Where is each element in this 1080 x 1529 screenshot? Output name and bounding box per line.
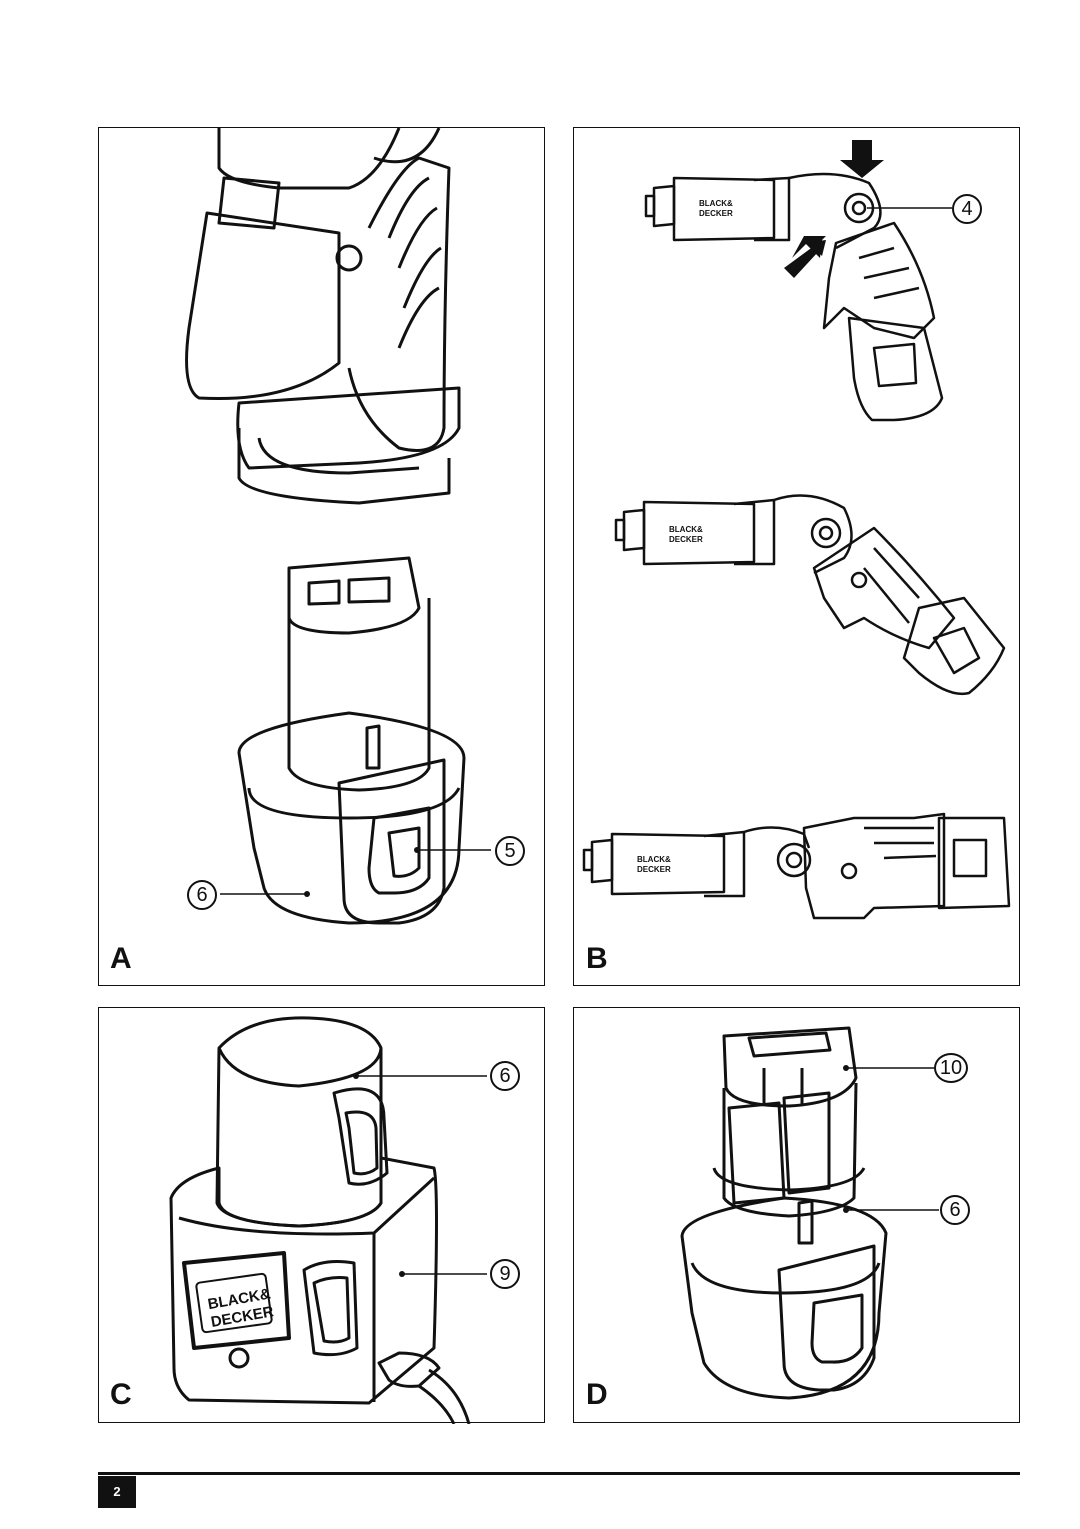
brand-line1: BLACK& <box>669 525 703 534</box>
callout-6: 6 <box>187 880 217 910</box>
figure-panel-b: BLACK& DECKER BLACK& DECKER BLACK& DECKE… <box>573 127 1020 986</box>
screwdriver-positions-illustration: BLACK& DECKER BLACK& DECKER BLACK& DECKE… <box>582 140 1011 920</box>
callout-4: 4 <box>952 194 982 224</box>
figure-panel-d: 10 6 D <box>573 1007 1020 1423</box>
callout-10: 10 <box>934 1053 968 1083</box>
footer-rule <box>98 1472 1020 1475</box>
callout-6: 6 <box>940 1195 970 1225</box>
panel-letter: C <box>110 1378 132 1411</box>
battery-charger-illustration: BLACK& DECKER <box>169 1016 487 1424</box>
callout-6: 6 <box>490 1061 520 1091</box>
figure-panel-a: 5 6 A <box>98 127 545 986</box>
panel-letter: B <box>586 942 608 975</box>
callout-5: 5 <box>495 836 525 866</box>
panel-letter: D <box>586 1378 608 1411</box>
brand-line2: DECKER <box>637 865 671 874</box>
brand-line1: BLACK& <box>637 855 671 864</box>
screwdriver-battery-illustration <box>185 128 491 925</box>
figure-panel-c: BLACK& DECKER 6 9 C <box>98 1007 545 1424</box>
page-number: 2 <box>98 1476 136 1508</box>
callout-9: 9 <box>490 1259 520 1289</box>
panel-letter: A <box>110 942 132 975</box>
brand-line1: BLACK& <box>699 199 733 208</box>
brand-line2: DECKER <box>669 535 703 544</box>
brand-line2: DECKER <box>699 209 733 218</box>
battery-cap-illustration <box>680 1026 939 1400</box>
